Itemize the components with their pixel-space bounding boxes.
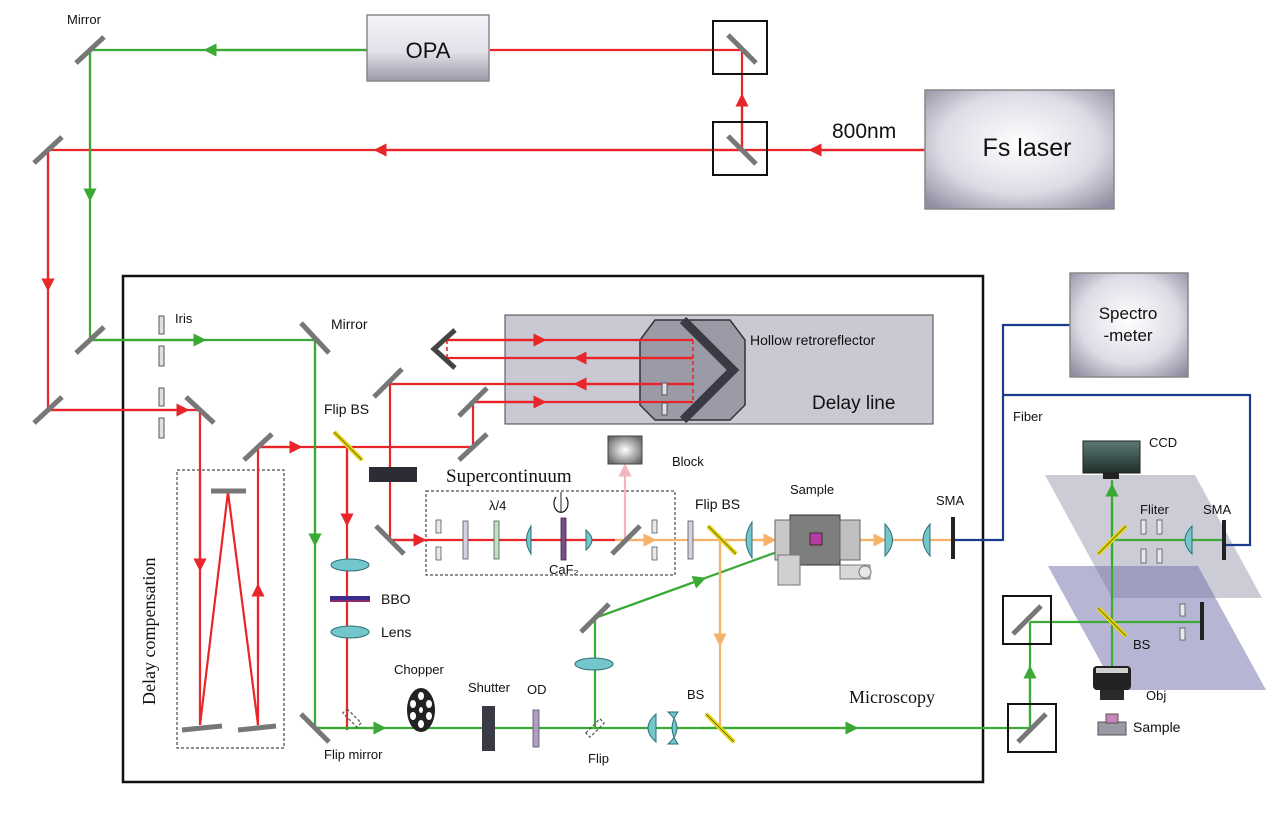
sample-center-label: Sample [790, 482, 834, 497]
spectrometer-label-1: Spectro [1099, 304, 1158, 323]
supercontinuum-box [425, 490, 676, 576]
lens-label: Lens [381, 624, 411, 640]
objective [1093, 666, 1131, 700]
mirror-inner-label: Mirror [331, 316, 368, 332]
fs-laser-box [924, 89, 1115, 210]
iris [158, 315, 165, 439]
filter-label: Fliter [1140, 502, 1170, 517]
lenses [330, 520, 1193, 745]
chopper-label: Chopper [394, 662, 445, 677]
fiber-line [955, 323, 1252, 547]
flip-label: Flip [588, 751, 609, 766]
sma-center-label: SMA [936, 493, 965, 508]
mirror-top-label: Mirror [67, 12, 102, 27]
sma-right [1222, 520, 1226, 560]
hollow-mirror-corner [430, 328, 457, 370]
delay-line-label: Delay line [812, 393, 895, 414]
opa-label: OPA [406, 38, 451, 63]
fs-laser-label: Fs laser [983, 134, 1072, 162]
lambda-quarter-label: λ/4 [489, 498, 506, 513]
ccd-camera [1082, 440, 1141, 479]
od-label: OD [527, 682, 547, 697]
block-label: Block [672, 454, 704, 469]
spectrometer-box [1069, 272, 1189, 378]
obj-label: Obj [1146, 688, 1166, 703]
bbo-label: BBO [381, 591, 411, 607]
sample-right [1097, 713, 1127, 736]
fiber-label: Fiber [1013, 409, 1043, 424]
sample-right-label: Sample [1133, 719, 1181, 735]
od-filter [532, 709, 540, 748]
beam-block-dark [369, 467, 417, 482]
flip-mirror-label: Flip mirror [324, 747, 383, 762]
supercontinuum-optics [435, 492, 694, 561]
opa-box [366, 14, 490, 82]
flip-bs-left-label: Flip BS [324, 401, 369, 417]
iris-label: Iris [175, 311, 193, 326]
supercontinuum-label: Supercontinuum [446, 466, 572, 487]
ccd-label: CCD [1149, 435, 1177, 450]
spectrometer-label-2: -meter [1103, 326, 1152, 345]
main-enclosure [121, 274, 985, 784]
block [607, 435, 643, 465]
bbo-crystal [330, 596, 370, 601]
sma-center [951, 517, 955, 559]
hollow-retroreflector-label: Hollow retroreflector [750, 332, 876, 348]
shutter [482, 706, 495, 751]
wavelength-label: 800nm [832, 120, 896, 143]
chopper [407, 688, 435, 732]
boxed-mirrors [712, 20, 1057, 753]
shutter-label: Shutter [468, 680, 511, 695]
bs-right-label: BS [1133, 637, 1151, 652]
delay-compensation-box [176, 469, 285, 749]
sample-stage [774, 514, 872, 586]
bs-bottom-label: BS [687, 687, 705, 702]
green-beams [83, 43, 1222, 735]
delay-compensation-label: Delay compensation [139, 558, 159, 705]
flip-bs-right-label: Flip BS [695, 496, 740, 512]
red-beams [41, 47, 925, 730]
caf2-label: CaF₂ [549, 562, 579, 577]
microscope-planes [1045, 475, 1266, 690]
sma-right-label: SMA [1203, 502, 1232, 517]
mirrors [32, 35, 642, 744]
microscopy-label: Microscopy [849, 687, 935, 707]
